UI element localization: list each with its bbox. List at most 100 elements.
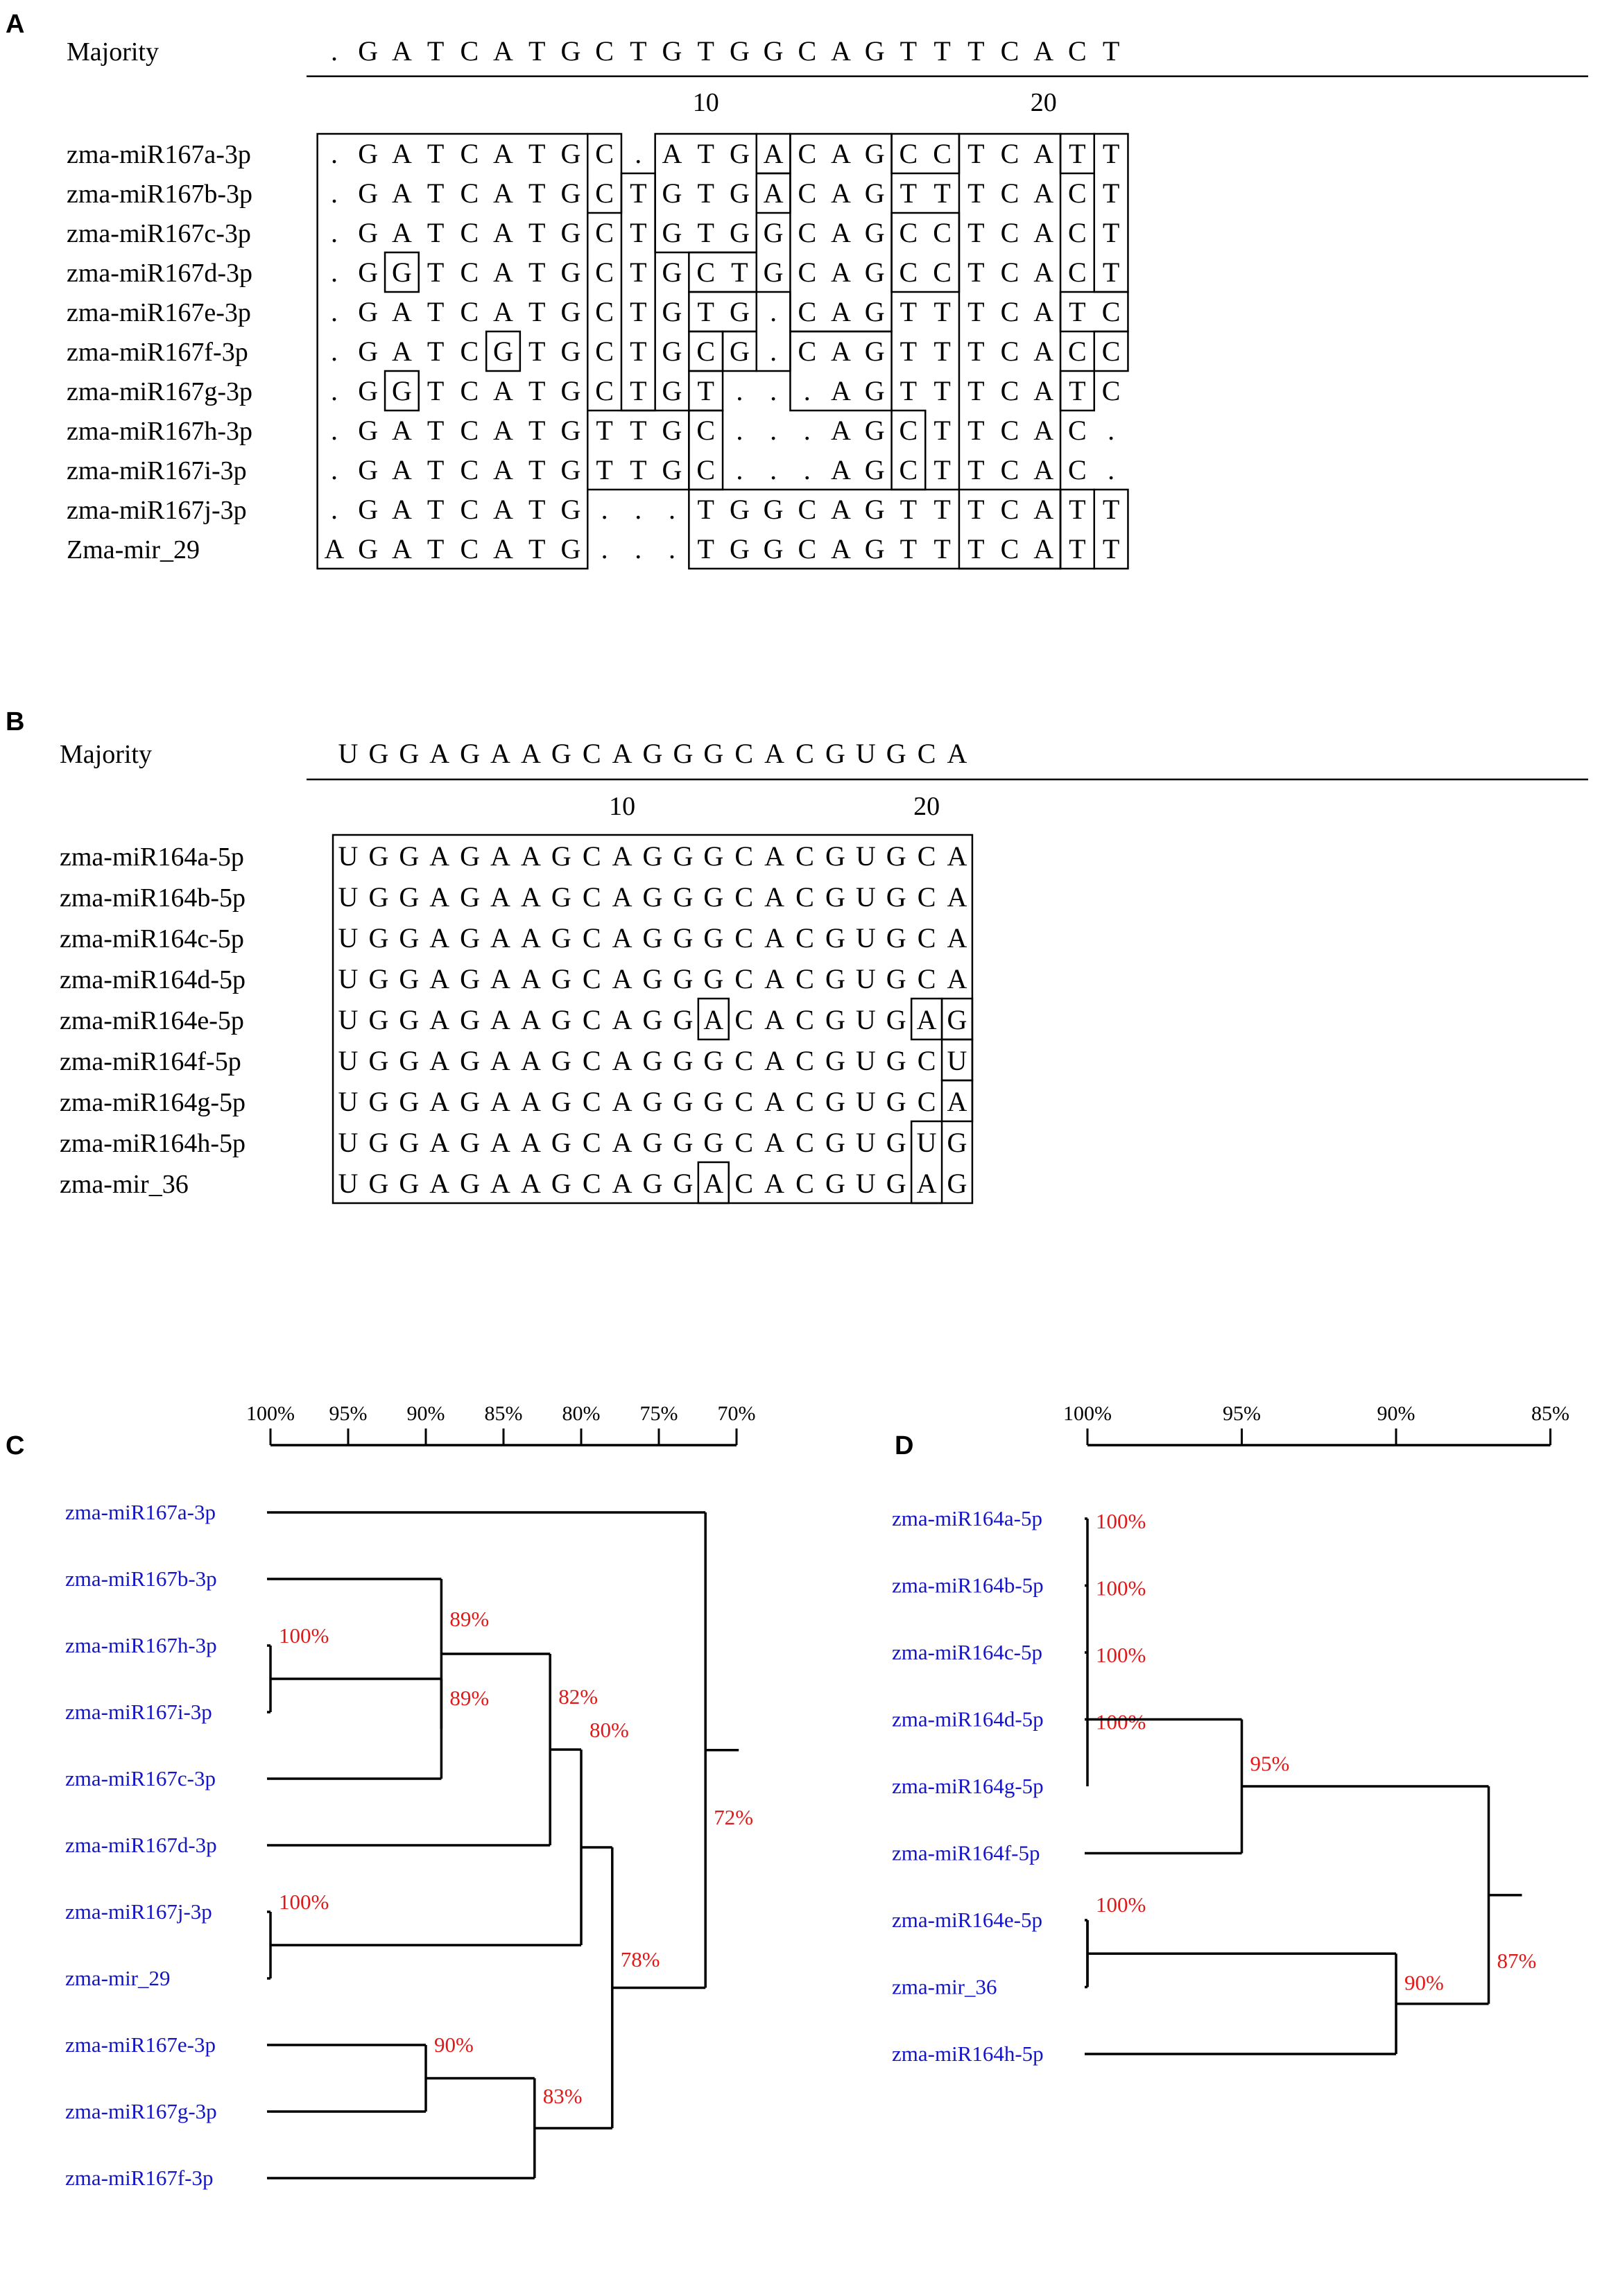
align-a-base: . (804, 375, 811, 406)
align-a-base: G (730, 138, 750, 169)
tree-d-leaf-label: zma-miR164g-5p (892, 1774, 1044, 1798)
align-b-base: G (703, 1127, 723, 1158)
align-b-base: C (795, 1045, 814, 1076)
align-b-majority-base: G (551, 738, 571, 769)
align-b-base: G (947, 1004, 967, 1035)
align-b-base: G (551, 922, 571, 953)
align-a-base: G (493, 336, 513, 367)
align-a-base: C (1001, 178, 1019, 209)
align-b-base: C (734, 922, 753, 953)
align-a-base: G (662, 217, 682, 248)
align-b-base: U (856, 1086, 876, 1117)
align-a-base: A (764, 138, 784, 169)
align-a-base: C (1001, 375, 1019, 406)
align-a-base: T (933, 178, 950, 209)
align-b-base: A (429, 1127, 449, 1158)
align-a-majority-base: G (662, 35, 682, 67)
align-b-base: C (734, 1127, 753, 1158)
align-b-base: G (643, 1086, 663, 1117)
align-a-majority-base: C (1068, 35, 1087, 67)
align-a-identity-box (890, 212, 961, 293)
align-a-base: C (460, 217, 479, 248)
align-a-base: C (1001, 454, 1019, 485)
align-b-base: C (734, 840, 753, 872)
align-b-base: A (429, 1086, 449, 1117)
align-a-base: A (831, 454, 851, 485)
align-b-base: G (703, 922, 723, 953)
align-a-base: G (865, 375, 885, 406)
align-b-base: A (764, 1086, 784, 1117)
align-b-base: G (399, 1004, 419, 1035)
align-a-base: C (933, 257, 952, 288)
align-a-base: G (730, 336, 750, 367)
align-a-base: G (764, 257, 784, 288)
align-b-base: G (551, 1086, 571, 1117)
align-b-base: C (734, 1086, 753, 1117)
align-a-identity-box (316, 132, 589, 570)
align-b-base: G (886, 840, 906, 872)
align-a-base: C (460, 533, 479, 564)
align-b-base: A (764, 963, 784, 994)
tree-d-node-label: 100% (1096, 1576, 1146, 1600)
align-b-majority-base: C (795, 738, 814, 769)
align-a-base: G (764, 494, 784, 525)
align-a-base: G (662, 336, 682, 367)
align-a-base: T (528, 454, 545, 485)
align-b-base: G (460, 1168, 480, 1199)
align-a-base: G (392, 257, 412, 288)
tree-c-leaf-label: zma-miR167j-3p (65, 1899, 212, 1924)
align-b-base: G (673, 1127, 693, 1158)
align-b-majority-label: Majority (60, 740, 152, 769)
panel-letter-d: D (895, 1431, 914, 1460)
align-b-base: A (521, 1004, 541, 1035)
align-a-base: A (831, 178, 851, 209)
align-a-base: . (331, 296, 338, 327)
align-b-base: A (764, 1168, 784, 1199)
align-a-base: A (493, 533, 513, 564)
tree-d-node-label: 100% (1096, 1643, 1146, 1667)
align-b-majority-base: U (338, 738, 359, 769)
align-a-majority-base: T (697, 35, 714, 67)
align-b-base: G (825, 1127, 845, 1158)
align-b-base: G (460, 1086, 480, 1117)
align-b-base: G (551, 963, 571, 994)
align-b-base: G (399, 922, 419, 953)
align-a-base: . (770, 336, 777, 367)
align-b-base: A (612, 1168, 632, 1199)
align-a-base: . (635, 494, 642, 525)
align-a-base: C (1001, 494, 1019, 525)
align-b-base: A (947, 963, 967, 994)
align-a-base: T (630, 454, 646, 485)
align-a-majority-label: Majority (67, 37, 159, 67)
align-b-base: G (643, 963, 663, 994)
align-b-base: A (429, 881, 449, 913)
align-a-base: T (1103, 494, 1119, 525)
align-a-base: T (1103, 217, 1119, 248)
align-b-identity-box (697, 1161, 730, 1205)
align-b-base: G (368, 963, 388, 994)
align-a-base: A (831, 257, 851, 288)
align-a-base: G (358, 375, 378, 406)
align-b-base: G (947, 1127, 967, 1158)
align-a-base: C (900, 217, 918, 248)
align-b-sequence-name: zma-miR164b-5p (60, 883, 246, 913)
align-a-base: T (1069, 296, 1085, 327)
align-b-base: A (612, 922, 632, 953)
align-a-base: G (730, 533, 750, 564)
align-b-base: G (368, 1045, 388, 1076)
align-a-base: G (560, 454, 580, 485)
align-b-base: G (703, 1045, 723, 1076)
align-a-base: A (493, 178, 513, 209)
tree-c-node-label: 100% (279, 1890, 329, 1914)
align-a-base: G (560, 494, 580, 525)
align-a-base: G (358, 533, 378, 564)
tree-c-leaf-label: zma-miR167i-3p (65, 1700, 212, 1724)
align-b-base: G (460, 1004, 480, 1035)
align-a-base: C (595, 217, 614, 248)
align-a-majority-base: G (358, 35, 378, 67)
align-a-base: T (630, 336, 646, 367)
align-a-base: T (528, 217, 545, 248)
align-a-base: G (662, 375, 682, 406)
align-b-position-mark: 10 (609, 792, 635, 821)
